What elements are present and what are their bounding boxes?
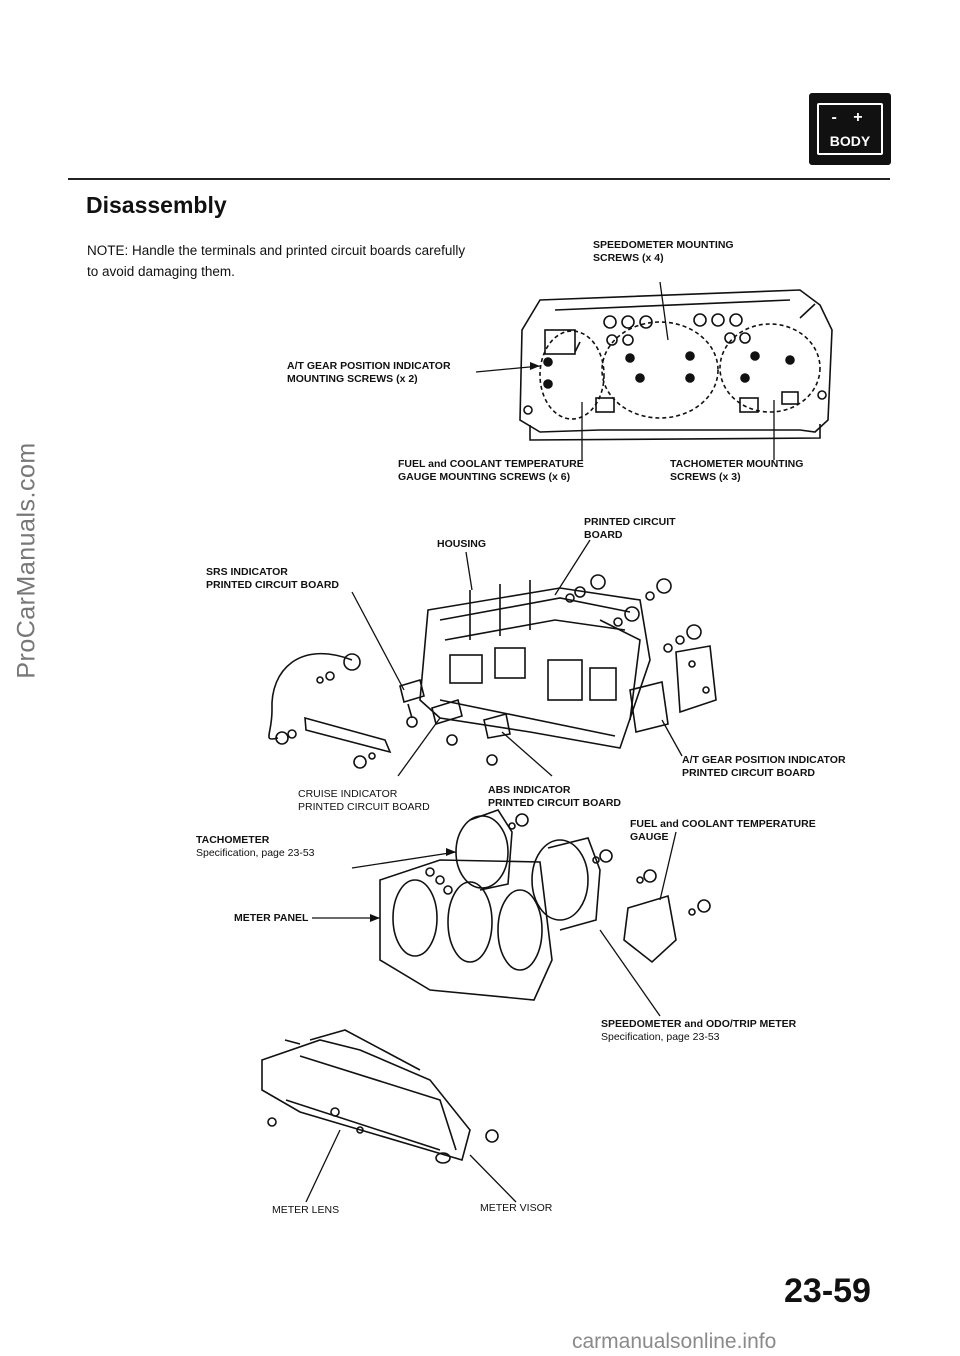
label-line: CRUISE INDICATOR [298,788,398,800]
label-line: SCREWS (x 4) [593,252,664,264]
label-fuel-coolant-screws: FUEL and COOLANT TEMPERATURE GAUGE MOUNT… [398,458,584,484]
housing [419,580,651,749]
note-text: NOTE: Handle the terminals and printed c… [87,243,466,279]
label-at-gear-board: A/T GEAR POSITION INDICATOR PRINTED CIRC… [682,754,846,780]
label-line: ABS INDICATOR [488,784,571,796]
label-line: METER VISOR [480,1202,553,1214]
board-leader-lines [351,539,683,777]
label-line: TACHOMETER [196,834,270,846]
top-leader-lines [475,281,775,460]
label-cruise-board: CRUISE INDICATOR PRINTED CIRCUIT BOARD [298,788,430,814]
label-line: HOUSING [437,538,487,550]
lens-and-visor [261,1029,499,1164]
label-meter-visor: METER VISOR [480,1202,552,1215]
label-line: FUEL and COOLANT TEMPERATURE [398,458,584,470]
label-tachometer: TACHOMETER Specification, page 23-53 [196,834,315,860]
label-meter-panel: METER PANEL [234,912,308,925]
pcb-screws [565,574,702,653]
label-housing: HOUSING [437,538,486,551]
label-line: PRINTED CIRCUIT BOARD [682,767,815,779]
srs-harness [268,652,392,769]
label-line: SPEEDOMETER and ODO/TRIP METER [601,1018,797,1030]
indicator-boards [399,678,511,766]
lower-leader-lines [305,831,677,1203]
label-line: A/T GEAR POSITION INDICATOR [682,754,846,766]
label-line: PRINTED CIRCUIT BOARD [298,801,430,813]
label-spec: Specification, page 23-53 [196,847,315,859]
label-line: METER LENS [272,1204,340,1216]
label-line: PRINTED CIRCUIT BOARD [488,797,621,809]
label-line: SCREWS (x 3) [670,471,741,483]
body-section-badge: - + BODY [809,93,891,165]
label-printed-circuit-board: PRINTED CIRCUIT BOARD [584,516,676,542]
label-line: PRINTED CIRCUIT BOARD [206,579,339,591]
label-line: GAUGE MOUNTING SCREWS (x 6) [398,471,571,483]
label-line: TACHOMETER MOUNTING [670,458,804,470]
header-rule [68,178,890,180]
label-meter-lens: METER LENS [272,1204,339,1217]
label-line: GAUGE [630,831,669,843]
page-number: 23-59 [784,1272,871,1310]
badge-label: BODY [829,133,871,149]
label-abs-board: ABS INDICATOR PRINTED CIRCUIT BOARD [488,784,621,810]
page-title: Disassembly [86,192,227,218]
battery-icon: - + BODY [817,103,883,155]
label-spec: Specification, page 23-53 [601,1031,720,1043]
label-speedometer-screws: SPEEDOMETER MOUNTING SCREWS (x 4) [593,239,734,265]
label-line: SPEEDOMETER MOUNTING [593,239,734,251]
footer-watermark: carmanualsonline.info [572,1330,777,1353]
battery-terminals: - + [831,109,869,126]
label-line: BOARD [584,529,623,541]
label-fuel-coolant-gauge: FUEL and COOLANT TEMPERATURE GAUGE [630,818,816,844]
label-srs-board: SRS INDICATOR PRINTED CIRCUIT BOARD [206,566,339,592]
gauge-assembly-top [519,289,833,441]
label-line: A/T GEAR POSITION INDICATOR [287,360,451,372]
label-line: METER PANEL [234,912,309,924]
label-line: SRS INDICATOR [206,566,288,578]
label-at-gear-screws: A/T GEAR POSITION INDICATOR MOUNTING SCR… [287,360,451,386]
at-gear-board [629,645,717,733]
label-speedometer: SPEEDOMETER and ODO/TRIP METER Specifica… [601,1018,796,1044]
label-line: PRINTED CIRCUIT [584,516,676,528]
label-line: FUEL and COOLANT TEMPERATURE [630,818,816,830]
label-tachometer-screws: TACHOMETER MOUNTING SCREWS (x 3) [670,458,803,484]
label-line: MOUNTING SCREWS (x 2) [287,373,418,385]
arrowheads [370,362,540,922]
meter-panel [379,859,553,1001]
